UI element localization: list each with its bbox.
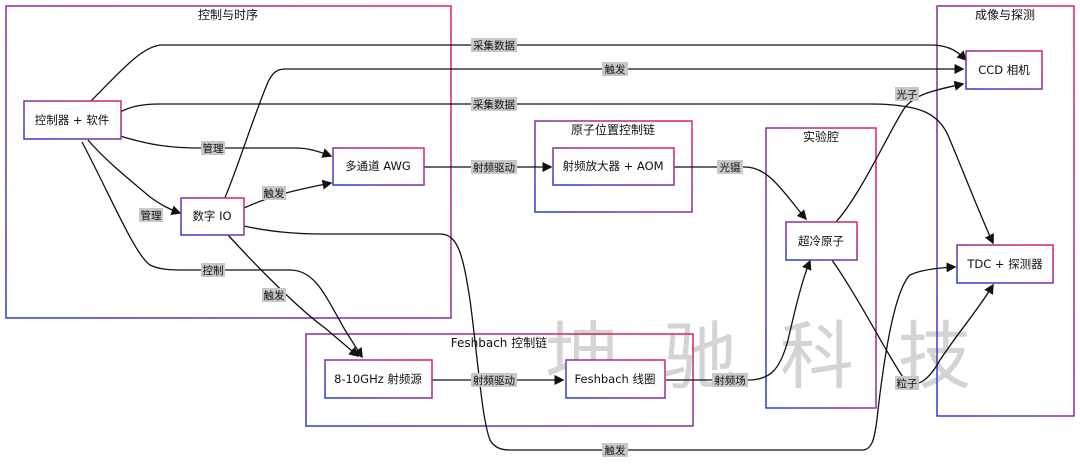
node-cold-atoms-label: 超冷原子 [798, 234, 844, 248]
edge-label-controller-awg: 管理 [201, 141, 225, 155]
node-rf-source[interactable]: 8-10GHz 射频源 [324, 359, 433, 399]
edge-controller-rf [81, 141, 363, 359]
node-tdc[interactable]: TDC + 探测器 [956, 244, 1054, 284]
node-controller-label: 控制器 + 软件 [35, 113, 109, 127]
group-chamber: 实验腔 [765, 127, 877, 409]
edge-dio-tdc [243, 225, 957, 451]
edge-label-dio-awg: 触发 [262, 186, 286, 200]
group-atom-position-title: 原子位置控制链 [571, 122, 655, 137]
edge-labels: 采集数据 触发 采集数据 管理 管理 触发 射频驱动 光镊 [139, 38, 919, 457]
edge-atoms-ccd [835, 80, 965, 223]
edge-label-coil-atoms: 射频场 [712, 373, 748, 387]
node-tdc-label: TDC + 探测器 [966, 257, 1043, 271]
node-rf-source-label: 8-10GHz 射频源 [334, 372, 422, 386]
edge-label-dio-rf: 触发 [262, 288, 286, 302]
node-cold-atoms[interactable]: 超冷原子 [785, 221, 858, 261]
node-rf-amp-label: 射频放大器 + AOM [562, 159, 663, 173]
node-coil[interactable]: Feshbach 线圈 [565, 359, 666, 399]
edge-label-atoms-tdc: 粒子 [895, 376, 919, 390]
svg-text:控制: 控制 [203, 264, 224, 277]
svg-text:光镊: 光镊 [720, 161, 741, 174]
svg-text:管理: 管理 [203, 142, 224, 155]
edge-controller-awg [119, 135, 333, 158]
svg-text:粒子: 粒子 [897, 377, 918, 390]
node-rf-amp[interactable]: 射频放大器 + AOM [552, 147, 675, 186]
edge-controller-dio [87, 139, 182, 216]
edge-controller-tdc [119, 103, 994, 245]
edge-atoms-tdc [831, 259, 994, 385]
edge-label-controller-ccd: 采集数据 [471, 38, 517, 52]
edge-label-rf-coil: 射频驱动 [471, 373, 517, 387]
svg-text:射频驱动: 射频驱动 [473, 374, 515, 387]
node-ccd-label: CCD 相机 [978, 63, 1030, 77]
node-awg[interactable]: 多通道 AWG [332, 147, 425, 186]
node-ccd[interactable]: CCD 相机 [965, 50, 1043, 90]
svg-text:触发: 触发 [264, 289, 285, 302]
node-digital-io[interactable]: 数字 IO [180, 197, 245, 236]
node-digital-io-label: 数字 IO [192, 209, 231, 223]
node-controller[interactable]: 控制器 + 软件 [23, 100, 122, 140]
edge-label-controller-rf: 控制 [201, 263, 225, 277]
edge-dio-ccd [221, 64, 965, 205]
svg-text:触发: 触发 [264, 187, 285, 200]
edge-amp-atoms [674, 166, 807, 221]
node-awg-label: 多通道 AWG [345, 159, 411, 173]
edge-label-awg-amp: 射频驱动 [471, 160, 517, 174]
edge-coil-atoms [666, 259, 812, 381]
edge-controller-ccd [89, 44, 968, 103]
group-imaging: 成像与探测 [936, 5, 1075, 417]
group-chamber-title: 实验腔 [803, 129, 839, 144]
group-feshbach-title: Feshbach 控制链 [451, 335, 547, 350]
svg-text:采集数据: 采集数据 [473, 98, 515, 111]
svg-text:射频场: 射频场 [714, 374, 746, 387]
edge-label-controller-tdc: 采集数据 [471, 97, 517, 111]
svg-text:触发: 触发 [605, 444, 626, 457]
node-coil-label: Feshbach 线圈 [575, 372, 656, 386]
group-control-title: 控制与时序 [198, 7, 258, 22]
edge-label-dio-ccd: 触发 [602, 62, 628, 76]
group-imaging-title: 成像与探测 [975, 8, 1035, 22]
svg-text:采集数据: 采集数据 [473, 39, 515, 52]
group-control: 控制与时序 [5, 5, 452, 319]
edge-label-atoms-ccd: 光子 [895, 87, 919, 101]
edge-label-controller-dio: 管理 [139, 208, 163, 222]
edge-dio-rf [227, 234, 360, 357]
edge-dio-awg [243, 179, 333, 209]
edge-label-dio-tdc: 触发 [602, 443, 628, 457]
svg-text:光子: 光子 [897, 88, 918, 101]
svg-text:管理: 管理 [141, 209, 162, 222]
svg-text:射频驱动: 射频驱动 [473, 161, 515, 174]
edge-label-amp-atoms: 光镊 [717, 160, 743, 174]
svg-text:触发: 触发 [605, 63, 626, 76]
